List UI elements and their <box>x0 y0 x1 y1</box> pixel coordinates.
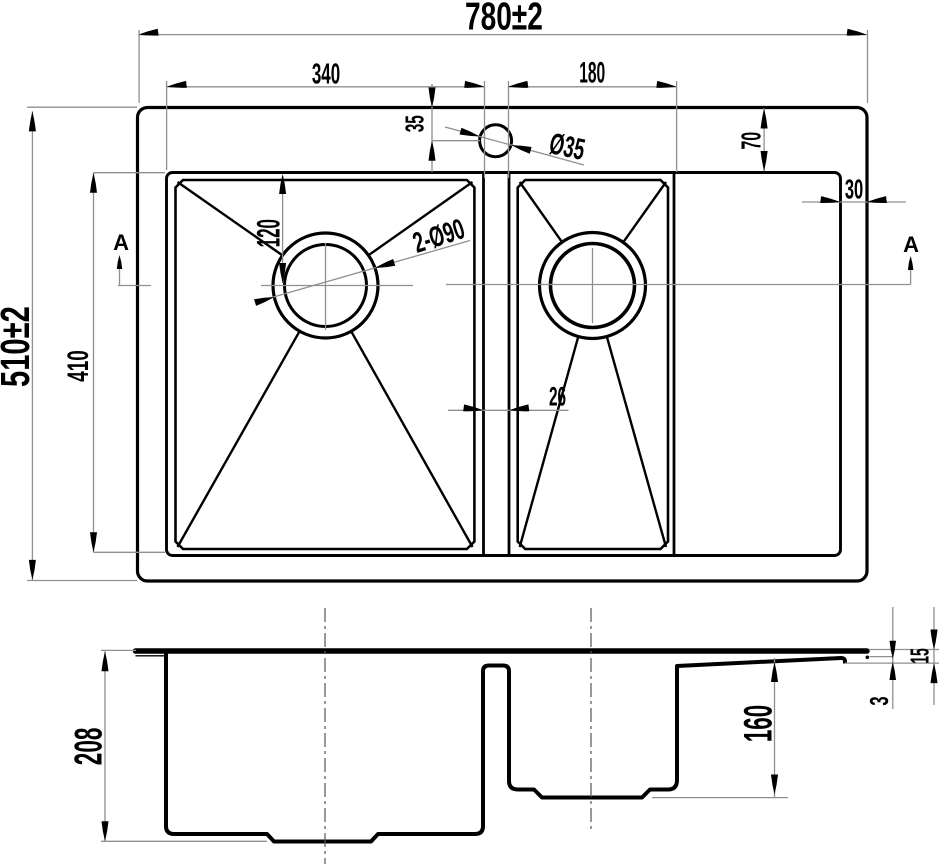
svg-text:15: 15 <box>906 648 935 664</box>
svg-text:780±2: 780±2 <box>465 0 543 39</box>
svg-text:30: 30 <box>845 173 863 205</box>
svg-text:120: 120 <box>252 219 287 247</box>
svg-text:A: A <box>903 232 919 257</box>
svg-text:70: 70 <box>735 132 767 150</box>
svg-text:410: 410 <box>62 350 96 382</box>
svg-text:208: 208 <box>66 728 110 766</box>
svg-text:340: 340 <box>312 58 340 91</box>
svg-text:26: 26 <box>549 381 566 412</box>
svg-text:Ø35: Ø35 <box>546 127 587 167</box>
svg-text:3: 3 <box>864 696 894 705</box>
svg-text:160: 160 <box>736 705 780 742</box>
svg-text:A: A <box>113 230 129 255</box>
svg-text:510±2: 510±2 <box>0 306 38 387</box>
svg-text:35: 35 <box>400 115 429 132</box>
svg-text:180: 180 <box>579 56 605 90</box>
